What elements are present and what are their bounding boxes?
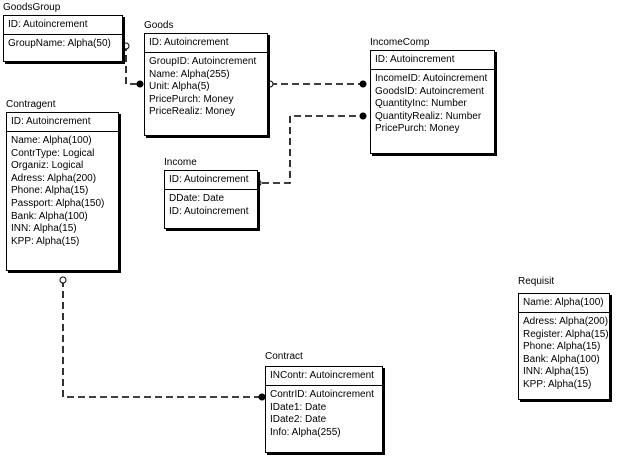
contragent-attr: Bank: Alpha(100) xyxy=(11,210,88,222)
contract-entity[interactable]: INContr: Autoincrement ContrID: Autoincr… xyxy=(265,366,383,453)
requisit-attrs: Adress: Alpha(200) Register: Alpha(15) P… xyxy=(519,313,609,395)
goods-attr: PriceRealiz: Money xyxy=(149,106,236,118)
contragent-attr: KPP: Alpha(15) xyxy=(11,235,80,247)
requisit-title: Requisit xyxy=(518,276,555,287)
contragent-entity[interactable]: ID: Autoincrement Name: Alpha(100) Contr… xyxy=(6,112,119,271)
goodsgroup-title: GoodsGroup xyxy=(3,2,61,13)
contract-pk: INContr: Autoincrement xyxy=(266,367,382,386)
incomecomp-attrs: IncomeID: Autoincrement GoodsID: Autoinc… xyxy=(371,70,494,139)
requisit-attr: Register: Alpha(15) xyxy=(523,328,609,340)
goodsgroup-attr: GroupName: Alpha(50) xyxy=(8,38,111,49)
contract-attr: IDate1: Date xyxy=(270,401,327,413)
contract-attr: Info: Alpha(255) xyxy=(270,426,341,438)
goods-attr: Name: Alpha(255) xyxy=(149,68,230,80)
goods-pk: ID: Autoincrement xyxy=(145,34,267,53)
requisit-attr: Adress: Alpha(200) xyxy=(523,316,609,327)
incomecomp-attr: IncomeID: Autoincrement xyxy=(375,73,488,84)
goods-attr: Unit: Alpha(5) xyxy=(149,81,210,93)
requisit-attr: Phone: Alpha(15) xyxy=(523,341,601,353)
contragent-attr: Name: Alpha(100) xyxy=(11,135,92,146)
goods-entity[interactable]: ID: Autoincrement GroupID: Autoincrement… xyxy=(144,33,268,136)
goodsgroup-attrs: GroupName: Alpha(50) xyxy=(4,35,122,54)
contragent-attr: ContrType: Logical xyxy=(11,147,95,159)
income-attr: DDate: Date xyxy=(169,193,225,204)
incomecomp-attr: QuantityInc: Number xyxy=(375,98,467,110)
contragent-attr: Organiz: Logical xyxy=(11,160,84,172)
requisit-pk: Name: Alpha(100) xyxy=(519,294,609,313)
contragent-attr: Adress: Alpha(200) xyxy=(11,172,97,184)
contragent-title: Contragent xyxy=(6,99,56,110)
link-income-incomecomp xyxy=(262,115,362,184)
income-pk: ID: Autoincrement xyxy=(165,171,257,190)
income-attr: ID: Autoincrement xyxy=(169,205,249,217)
contract-attr: ContrID: Autoincrement xyxy=(270,389,374,400)
link-contragent-contract xyxy=(62,280,262,398)
contract-attrs: ContrID: Autoincrement IDate1: Date IDat… xyxy=(266,386,382,442)
goods-attr: GroupID: Autoincrement xyxy=(149,56,257,67)
contragent-attr: Phone: Alpha(15) xyxy=(11,185,89,197)
incomecomp-attr: QuantityRealiz: Number xyxy=(375,110,482,122)
goodsgroup-pk: ID: Autoincrement xyxy=(4,16,122,35)
income-attrs: DDate: Date ID: Autoincrement xyxy=(165,190,257,221)
goods-attr: PricePurch: Money xyxy=(149,93,234,105)
incomecomp-entity[interactable]: ID: Autoincrement IncomeID: Autoincremen… xyxy=(370,50,495,154)
link-incomecomp-end-dot-1 xyxy=(359,80,367,88)
link-goods-end-dot xyxy=(136,80,144,88)
incomecomp-attr: PricePurch: Money xyxy=(375,123,460,135)
income-entity[interactable]: ID: Autoincrement DDate: Date ID: Autoin… xyxy=(164,170,258,229)
contract-attr: IDate2: Date xyxy=(270,414,327,426)
requisit-attr: KPP: Alpha(15) xyxy=(523,378,592,390)
contragent-pk: ID: Autoincrement xyxy=(7,113,118,132)
link-goodsgroup-start-circle xyxy=(122,42,130,50)
link-contragent-start-circle xyxy=(59,276,67,284)
requisit-entity[interactable]: Name: Alpha(100) Adress: Alpha(200) Regi… xyxy=(518,293,610,400)
contragent-attrs: Name: Alpha(100) ContrType: Logical Orga… xyxy=(7,132,118,251)
incomecomp-title: IncomeComp xyxy=(370,37,430,48)
link-incomecomp-end-dot-2 xyxy=(359,112,367,120)
link-goodsgroup-goods xyxy=(125,44,139,85)
income-title: Income xyxy=(164,157,197,168)
incomecomp-attr: GoodsID: Autoincrement xyxy=(375,85,484,97)
goodsgroup-entity[interactable]: ID: Autoincrement GroupName: Alpha(50) xyxy=(3,15,123,62)
contragent-attr: INN: Alpha(15) xyxy=(11,223,77,235)
goods-title: Goods xyxy=(144,20,174,31)
incomecomp-pk: ID: Autoincrement xyxy=(371,51,494,70)
requisit-attr: INN: Alpha(15) xyxy=(523,366,589,378)
contract-title: Contract xyxy=(265,351,303,362)
contragent-attr: Passport: Alpha(150) xyxy=(11,197,105,209)
goods-attrs: GroupID: Autoincrement Name: Alpha(255) … xyxy=(145,53,267,122)
requisit-attr: Bank: Alpha(100) xyxy=(523,353,600,365)
